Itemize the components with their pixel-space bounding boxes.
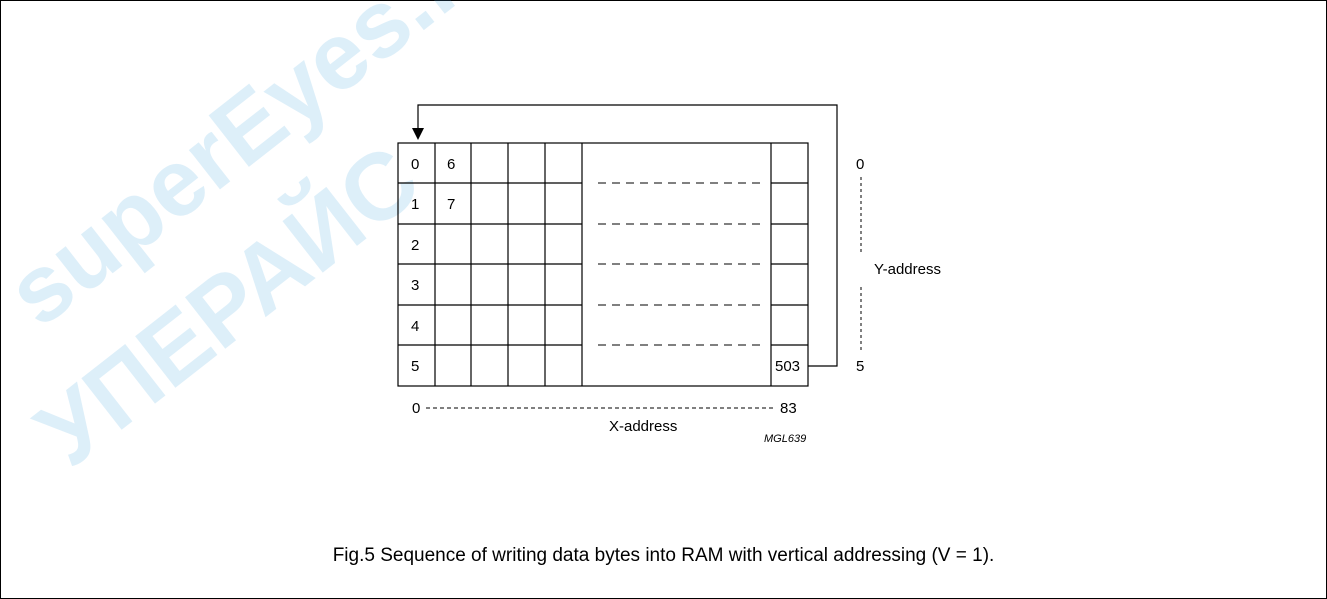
- y-axis-start: 0: [856, 156, 864, 173]
- cell-label: 7: [447, 196, 455, 213]
- row-label: 3: [411, 277, 419, 294]
- x-axis-end: 83: [780, 400, 797, 417]
- grid-row-lines: [398, 182, 808, 346]
- figure-code: MGL639: [764, 433, 806, 445]
- y-axis-end: 5: [856, 358, 864, 375]
- last-cell-label: 503: [775, 358, 800, 375]
- x-axis-label: X-address: [609, 418, 677, 435]
- watermark: superEyes.ru УПЕРАЙС: [0, 0, 527, 487]
- figure-caption: Fig.5 Sequence of writing data bytes int…: [332, 545, 995, 566]
- arrow-head-icon: [412, 128, 424, 140]
- x-axis-start: 0: [412, 400, 420, 417]
- x-address-axis: 0 83 X-address MGL639: [412, 400, 806, 445]
- row-label: 4: [411, 318, 419, 335]
- cell-label: 6: [447, 156, 455, 173]
- column-2-labels: 6 7: [447, 156, 455, 213]
- row-label: 5: [411, 358, 419, 375]
- row-labels: 0 1 2 3 4 5: [411, 156, 419, 375]
- return-arrow: [417, 104, 838, 367]
- row-label: 1: [411, 196, 419, 213]
- row-label: 0: [411, 156, 419, 173]
- row-label: 2: [411, 237, 419, 254]
- grid-dashed-lines: [598, 182, 765, 346]
- y-address-axis: 0 Y-address 5: [856, 156, 941, 375]
- y-axis-label: Y-address: [874, 261, 941, 278]
